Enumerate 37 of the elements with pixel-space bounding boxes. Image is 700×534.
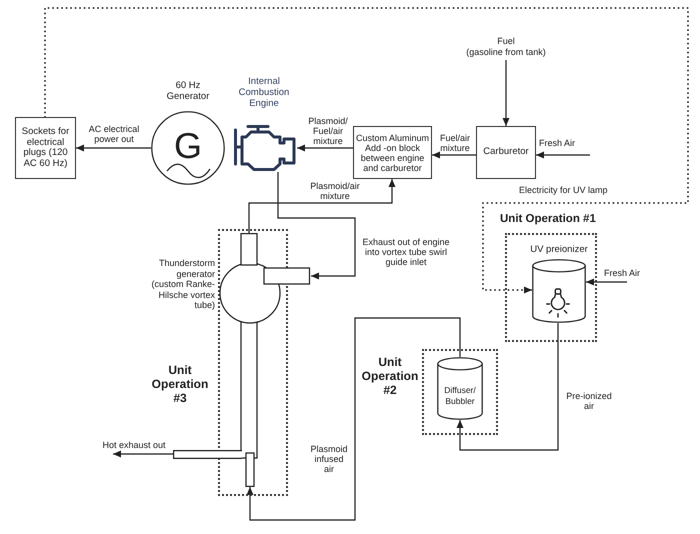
node-label: Sockets for electrical plugs (120 AC 60 Hz) <box>20 127 70 169</box>
edge-label: Plasmoid/air mixture <box>309 181 361 201</box>
arrow <box>432 152 476 158</box>
dotted-arrow <box>44 7 689 294</box>
arrow <box>246 317 461 521</box>
edge-label: Hot exhaust out <box>101 440 167 450</box>
equipment-label: UV preionizer <box>530 244 588 255</box>
arrow <box>586 278 627 286</box>
unit-heading: Unit Operation #1 <box>500 212 597 226</box>
node-label: Carburetor <box>483 147 529 158</box>
edge-label: Plasmoid infused air <box>309 444 348 474</box>
edge-label: Electricity for UV lamp <box>519 185 609 195</box>
edge-label: Fresh Air <box>604 268 642 278</box>
arrow <box>248 179 396 233</box>
edge-label: Pre-ionized air <box>565 391 613 411</box>
arrow <box>456 323 559 451</box>
edge-label: Fresh Air <box>539 138 576 148</box>
equipment-label: 60 Hz Generator <box>166 80 210 102</box>
edge-label: AC electrical power out <box>88 124 140 144</box>
edge-label: Fuel/air mixture <box>438 133 471 153</box>
node-label: Diffuser/ Bubbler <box>443 385 477 407</box>
equipment-caption: Thunderstorm generator (custom Ranke-Hilsche vortex tube) <box>150 258 215 310</box>
arrow <box>277 172 356 280</box>
edge-label: Plasmoid/ Fuel/air mixture <box>307 116 349 146</box>
arrow <box>297 144 353 152</box>
edge-label: Exhaust out of engine into vortex tube swirl guide inlet <box>361 237 451 267</box>
arrow <box>113 450 173 458</box>
arrow <box>502 60 510 126</box>
arrow <box>536 152 590 158</box>
unit-heading: Unit Operation #2 <box>360 355 420 397</box>
equipment-label: Internal Combustion Engine <box>238 76 290 109</box>
source-note: (gasoline from tank) <box>465 47 547 58</box>
unit-heading: Unit Operation #3 <box>150 363 210 405</box>
generator-letter: G <box>172 128 203 164</box>
source-label: Fuel <box>496 36 516 47</box>
arrow <box>76 144 151 152</box>
node-label: Custom Aluminum Add -on block between engine and carburetor <box>355 132 430 172</box>
